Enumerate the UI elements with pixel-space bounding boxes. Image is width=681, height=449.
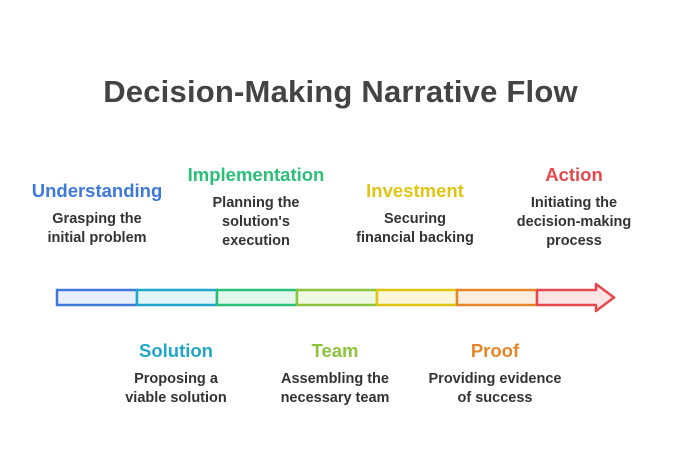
arrow-segment-investment [375, 288, 459, 307]
stage-understanding: Understanding Grasping the initial probl… [17, 180, 177, 248]
arrow-segment-understanding [55, 288, 139, 307]
stage-implementation: Implementation Planning the solution's e… [171, 164, 341, 251]
stage-label: Team [311, 340, 359, 361]
stage-team: Team Assembling the necessary team [255, 340, 415, 408]
arrow-segment-proof [455, 288, 539, 307]
stage-description: Planning the solution's execution [212, 195, 300, 249]
stage-action: Action Initiating the decision-making pr… [494, 164, 654, 251]
stage-label: Understanding [31, 180, 163, 201]
diagram-title: Decision-Making Narrative Flow [103, 74, 578, 109]
stage-label: Solution [139, 340, 213, 361]
stage-label: Action [545, 164, 603, 185]
stage-label: Implementation [187, 164, 325, 185]
stage-description: Initiating the decision-making process [516, 195, 632, 249]
stage-investment: Investment Securing financial backing [335, 180, 495, 248]
arrow-segment-team [295, 288, 379, 307]
stage-label: Investment [366, 180, 464, 201]
stage-description: Grasping the initial problem [47, 211, 147, 246]
arrow-head-action [535, 282, 616, 313]
stage-label: Proof [470, 340, 520, 361]
arrow-segment-implementation [215, 288, 299, 307]
stage-description: Assembling the necessary team [280, 371, 390, 406]
stage-solution: Solution Proposing a viable solution [96, 340, 256, 408]
stage-proof: Proof Providing evidence of success [405, 340, 585, 408]
stage-description: Securing financial backing [356, 211, 474, 246]
stage-description: Proposing a viable solution [125, 371, 227, 406]
stage-description: Providing evidence of success [428, 371, 562, 406]
arrow-segment-solution [135, 288, 219, 307]
